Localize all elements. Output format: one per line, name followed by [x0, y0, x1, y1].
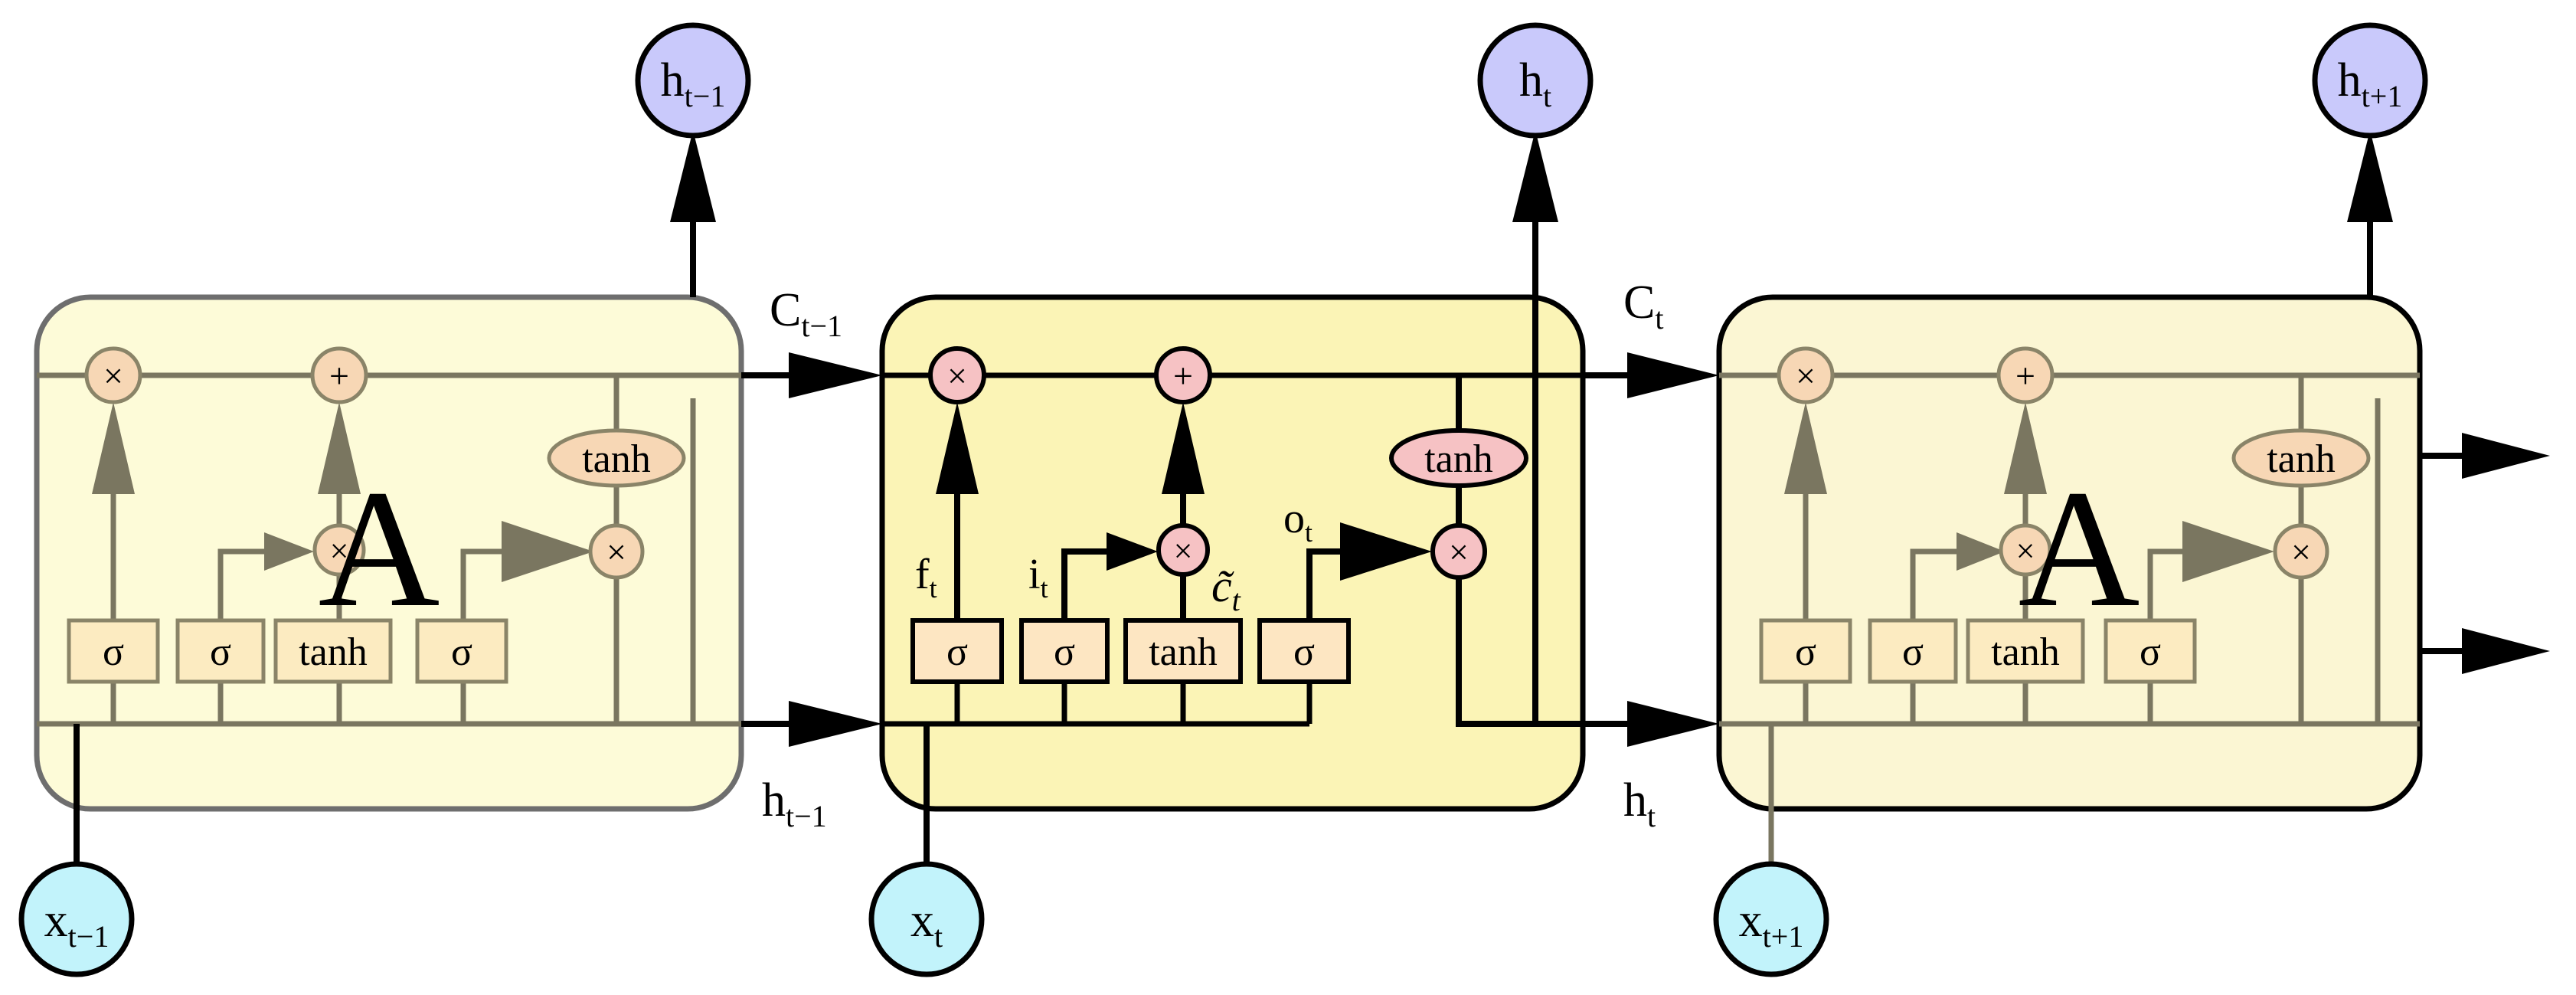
right-candidate-gate: tanh	[1991, 630, 2060, 674]
label-hidden-prev: ht−1	[762, 774, 827, 833]
left-input-multiply: ×	[330, 532, 349, 570]
mid-forget-gate: σ	[946, 630, 968, 674]
svg-text:xt: xt	[910, 895, 943, 954]
left-tanh: tanh	[582, 437, 651, 481]
cell-right: × + × × tanh σ σ tanh σ A	[1716, 294, 2423, 873]
input-node-prev: xt−1	[18, 861, 135, 977]
right-input-multiply: ×	[2016, 532, 2035, 570]
input-next-sub: t+1	[1763, 919, 1804, 954]
svg-text:ht: ht	[1519, 54, 1551, 113]
label-hidden-curr: ht	[1623, 774, 1656, 833]
label-candidate: c̃t	[1211, 561, 1241, 617]
label-forget: ft	[915, 551, 937, 604]
mid-add: +	[1173, 356, 1193, 395]
output-node-next: ht+1	[2312, 22, 2428, 139]
input-node-curr: xt	[868, 861, 985, 977]
input-curr-main: x	[910, 895, 934, 947]
mid-forget-multiply: ×	[947, 356, 967, 395]
left-output-multiply: ×	[606, 532, 626, 571]
left-output-gate: σ	[451, 630, 472, 674]
right-cell-label: A	[2019, 455, 2140, 642]
mid-output-multiply: ×	[1449, 532, 1469, 571]
label-input: it	[1028, 551, 1048, 604]
right-tanh: tanh	[2267, 437, 2336, 481]
input-next-main: x	[1739, 895, 1763, 947]
mid-candidate-gate: tanh	[1149, 630, 1218, 674]
left-input-gate: σ	[210, 630, 231, 674]
output-node-curr: ht	[1477, 22, 1594, 139]
mid-input-gate: σ	[1054, 630, 1075, 674]
left-add: +	[329, 356, 349, 395]
mid-input-multiply: ×	[1174, 532, 1193, 570]
label-output: ot	[1283, 495, 1313, 548]
label-cell-state-curr: Ct	[1623, 277, 1663, 335]
right-forget-gate: σ	[1795, 630, 1816, 674]
cell-left: × + × × tanh σ σ tanh σ A	[34, 294, 744, 812]
input-node-next: xt+1	[1713, 861, 1829, 977]
mid-tanh: tanh	[1424, 437, 1493, 481]
output-node-prev: ht−1	[635, 22, 751, 139]
output-next-sub: t+1	[2362, 79, 2403, 113]
input-prev-sub: t−1	[68, 919, 110, 954]
right-forget-multiply: ×	[1796, 356, 1816, 395]
input-prev-main: x	[44, 895, 68, 947]
output-prev-sub: t−1	[685, 79, 726, 113]
svg-text:ht−1: ht−1	[661, 54, 726, 113]
left-candidate-gate: tanh	[299, 630, 368, 674]
label-cell-state-prev: Ct−1	[770, 284, 842, 343]
svg-text:xt+1: xt+1	[1739, 895, 1804, 954]
output-curr-main: h	[1519, 54, 1543, 106]
output-prev-main: h	[661, 54, 685, 106]
svg-text:xt−1: xt−1	[44, 895, 110, 954]
output-curr-sub: t	[1543, 79, 1551, 113]
left-forget-multiply: ×	[103, 356, 123, 395]
output-next-main: h	[2338, 54, 2362, 106]
right-input-gate: σ	[1902, 630, 1924, 674]
right-output-gate: σ	[2140, 630, 2161, 674]
input-curr-sub: t	[934, 919, 943, 954]
left-cell-label: A	[319, 455, 440, 642]
mid-output-gate: σ	[1293, 630, 1315, 674]
cell-middle: × + × × tanh σ σ tanh σ ft it c̃t ot	[879, 130, 1586, 873]
left-forget-gate: σ	[103, 630, 124, 674]
svg-text:ht+1: ht+1	[2338, 54, 2403, 113]
right-output-multiply: ×	[2291, 532, 2311, 571]
right-add: +	[2015, 356, 2035, 395]
